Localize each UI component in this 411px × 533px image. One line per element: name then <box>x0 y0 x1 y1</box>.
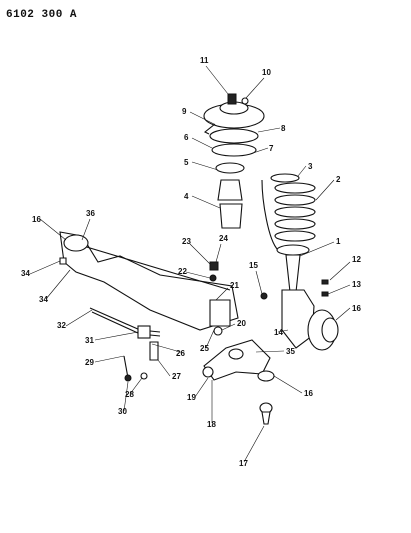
callout-36: 36 <box>86 209 95 218</box>
knuckle-hub-group <box>260 279 339 351</box>
callout-11: 11 <box>200 56 209 65</box>
callouts: 11 10 9 8 6 7 5 3 2 4 16 36 24 23 1 15 1… <box>21 56 361 468</box>
spring-strut-group <box>270 173 316 293</box>
bearing <box>209 128 259 144</box>
upper-nut <box>227 93 237 105</box>
control-arm-bracket <box>209 299 231 327</box>
diagram-code: 6102 300 A <box>6 9 78 21</box>
callout-17: 16 <box>304 389 313 398</box>
jounce-bumper <box>217 179 243 201</box>
callout-29: 28 <box>125 390 134 399</box>
arm-bushing-front <box>228 348 244 360</box>
crossmember-flange <box>79 244 231 291</box>
upper-mount-group <box>203 93 279 251</box>
callout-8: 8 <box>281 124 286 133</box>
mount-stud <box>203 123 216 135</box>
spring-isolator <box>215 162 245 174</box>
arm-bushing-rear <box>202 366 214 378</box>
callout-32: 31 <box>85 336 94 345</box>
callout-5: 5 <box>184 158 189 167</box>
callout-33: 32 <box>57 321 66 330</box>
strut-bolt-upper <box>321 279 329 285</box>
callout-28: 27 <box>172 372 181 381</box>
crossmember-group <box>59 231 239 336</box>
stabilizer-group <box>89 307 161 382</box>
link-bolt <box>123 355 129 379</box>
stabilizer-bushing <box>137 325 151 339</box>
mount-nut <box>209 261 219 271</box>
callout-18: 17 <box>239 459 248 468</box>
cap-nut <box>241 97 249 105</box>
callout-1: 1 <box>336 237 341 246</box>
strut-guide-line <box>261 179 279 251</box>
coil-spring <box>274 182 316 242</box>
callout-30: 29 <box>85 358 94 367</box>
callout-34-right: 35 <box>286 347 295 356</box>
dust-boot <box>219 203 243 229</box>
callout-13: 13 <box>352 280 361 289</box>
callout-7: 7 <box>269 144 274 153</box>
spring-isolator-upper <box>270 173 300 183</box>
callout-21: 20 <box>237 319 246 328</box>
callout-22: 21 <box>230 281 239 290</box>
crossmember <box>59 231 239 331</box>
callout-24: 23 <box>182 237 191 246</box>
mount-bolt <box>59 257 67 265</box>
callout-6: 6 <box>184 133 189 142</box>
callout-10: 10 <box>262 68 271 77</box>
callout-25: 24 <box>219 234 228 243</box>
strut-bolt-lower <box>321 291 329 297</box>
callout-12: 12 <box>352 255 361 264</box>
callout-27: 26 <box>176 349 185 358</box>
upper-spring-seat <box>211 143 257 157</box>
callout-23: 22 <box>178 267 187 276</box>
callout-9: 9 <box>182 107 187 116</box>
callout-19: 18 <box>207 420 216 429</box>
ball-joint-pin <box>261 411 271 425</box>
leader-lines <box>29 65 351 463</box>
cradle-mount <box>63 234 89 252</box>
callout-3: 3 <box>308 162 313 171</box>
hub-flange <box>321 317 339 343</box>
callout-2: 2 <box>336 175 341 184</box>
ball-joint-nut <box>213 326 223 336</box>
callout-16-right: 16 <box>352 304 361 313</box>
callout-20: 19 <box>187 393 196 402</box>
strut-body <box>285 254 301 293</box>
callout-15: 15 <box>249 261 258 270</box>
callout-14: 14 <box>274 328 283 337</box>
callout-16-left: 16 <box>32 215 41 224</box>
lower-spring-seat <box>276 244 310 256</box>
link-washer <box>140 372 148 380</box>
bushing <box>209 274 217 282</box>
tie-rod-end <box>260 292 268 300</box>
callout-34-left: 34 <box>39 295 48 304</box>
callout-35: 34 <box>21 269 30 278</box>
callout-4: 4 <box>184 192 189 201</box>
callout-31: 30 <box>118 407 127 416</box>
lower-control-arm-group <box>202 339 275 425</box>
link-nut <box>124 374 132 382</box>
callout-26: 25 <box>200 344 209 353</box>
ball-joint <box>257 370 275 382</box>
